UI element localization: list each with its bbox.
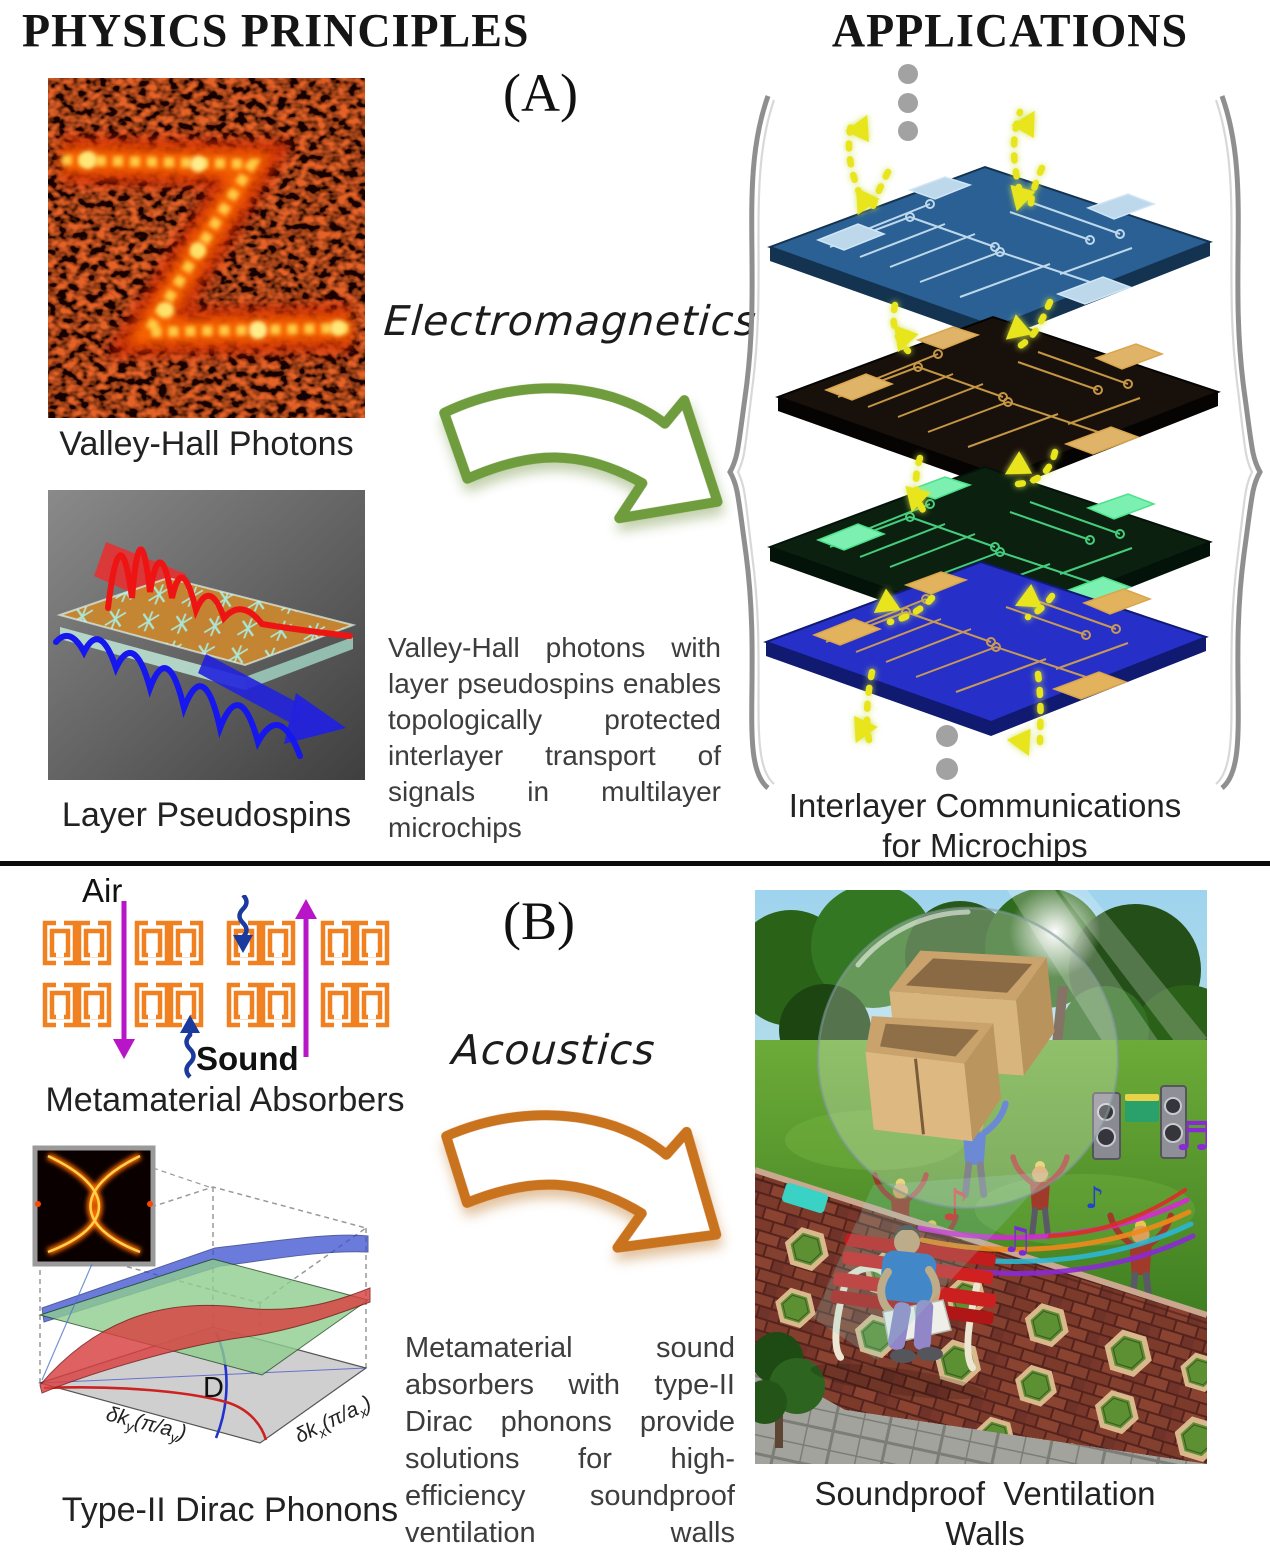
- dirac-caption: Type-II Dirac Phonons: [61, 1491, 399, 1529]
- layer-pseudospins-image: [48, 490, 365, 780]
- sound-wave-arrow-down: [233, 895, 253, 953]
- wooden-unit-cell: [865, 950, 1055, 1142]
- caption-line-2: Walls: [945, 1515, 1025, 1553]
- caption-line-1: Soundproof Ventilation: [814, 1475, 1156, 1512]
- panel-a-description: Valley-Hall photons with layer pseudospi…: [388, 632, 721, 843]
- magnifier-bubble: [816, 906, 1120, 1210]
- upper-band-surface: [41, 1234, 369, 1323]
- svg-text:♫: ♫: [1001, 1220, 1033, 1261]
- valley-hall-caption: Valley-Hall Photons: [59, 425, 354, 463]
- circuit-board-black-gold: [778, 317, 1218, 491]
- air-flow-arrow-down: [113, 901, 135, 1059]
- caption-line-1: Interlayer Communications: [788, 787, 1182, 824]
- dirac-heatmap-inset: [32, 1145, 156, 1267]
- layer-pseudospins-caption: Layer Pseudospins: [61, 796, 352, 834]
- svg-text:♪: ♪: [1085, 1181, 1104, 1216]
- interlayer-signal-arrows: [843, 104, 1059, 762]
- caption-line-2: for Microchips: [882, 827, 1088, 865]
- acoustics-label: Acoustics: [450, 1026, 658, 1074]
- lower-band-surface: [39, 1287, 371, 1394]
- pavement: [755, 1360, 1207, 1464]
- panel-divider: [0, 861, 1270, 866]
- panel-a-tag: (A): [503, 63, 578, 123]
- orange-curved-arrow-icon: [441, 1110, 722, 1253]
- microchip-stack-illustration: [727, 64, 1263, 790]
- wall-sign: [782, 1182, 828, 1214]
- metamaterial-absorbers-diagram: [40, 895, 396, 1079]
- circuit-board-navy-gold: [766, 562, 1206, 736]
- red-wave: [105, 546, 353, 639]
- sound-wave-arrow-up: [180, 1015, 200, 1079]
- photon-z-pattern: [61, 137, 353, 356]
- magnifier-cone: [813, 1172, 1051, 1360]
- blue-wave: [53, 632, 303, 759]
- panel-b-description: Metamaterial sound absorbers with type-I…: [405, 1332, 735, 1549]
- curly-brace-left-icon: [727, 95, 776, 790]
- electromagnetics-label: Electromagnetics: [382, 297, 759, 345]
- panel-b-tag: (B): [503, 891, 575, 951]
- green-curved-arrow-icon: [439, 383, 723, 524]
- dirac-point-label: D: [203, 1372, 224, 1404]
- absorbers-caption: Metamaterial Absorbers: [45, 1081, 405, 1119]
- dirac-band-structure-plot: [32, 1145, 371, 1444]
- panel-a-application-caption: Interlayer Communications for Microchips: [745, 786, 1225, 867]
- curly-brace-right-icon: [1214, 95, 1263, 790]
- vertical-ellipsis-dots-top: [898, 64, 918, 141]
- air-flow-arrow-up: [295, 899, 317, 1057]
- soundproof-wall-scene: ♪ ♫ ♪ ♬: [755, 890, 1207, 1464]
- blue-beam-arrow: [198, 654, 346, 744]
- applications-title: APPLICATIONS: [831, 3, 1189, 58]
- svg-text:♬: ♬: [1175, 1114, 1207, 1160]
- sound-label: Sound: [196, 1040, 299, 1077]
- valley-hall-heatmap-image: [48, 78, 365, 418]
- circuit-board-blue: [770, 167, 1210, 341]
- principles-title: PHYSICS PRINCIPLES: [22, 3, 530, 58]
- absorber-array: [45, 920, 387, 1028]
- small-tree: [755, 1332, 825, 1448]
- panel-b-application-caption: Soundproof Ventilation Walls: [760, 1474, 1210, 1555]
- person-reading: [877, 1225, 952, 1363]
- air-label: Air: [82, 872, 123, 909]
- speakers: [1092, 1085, 1187, 1160]
